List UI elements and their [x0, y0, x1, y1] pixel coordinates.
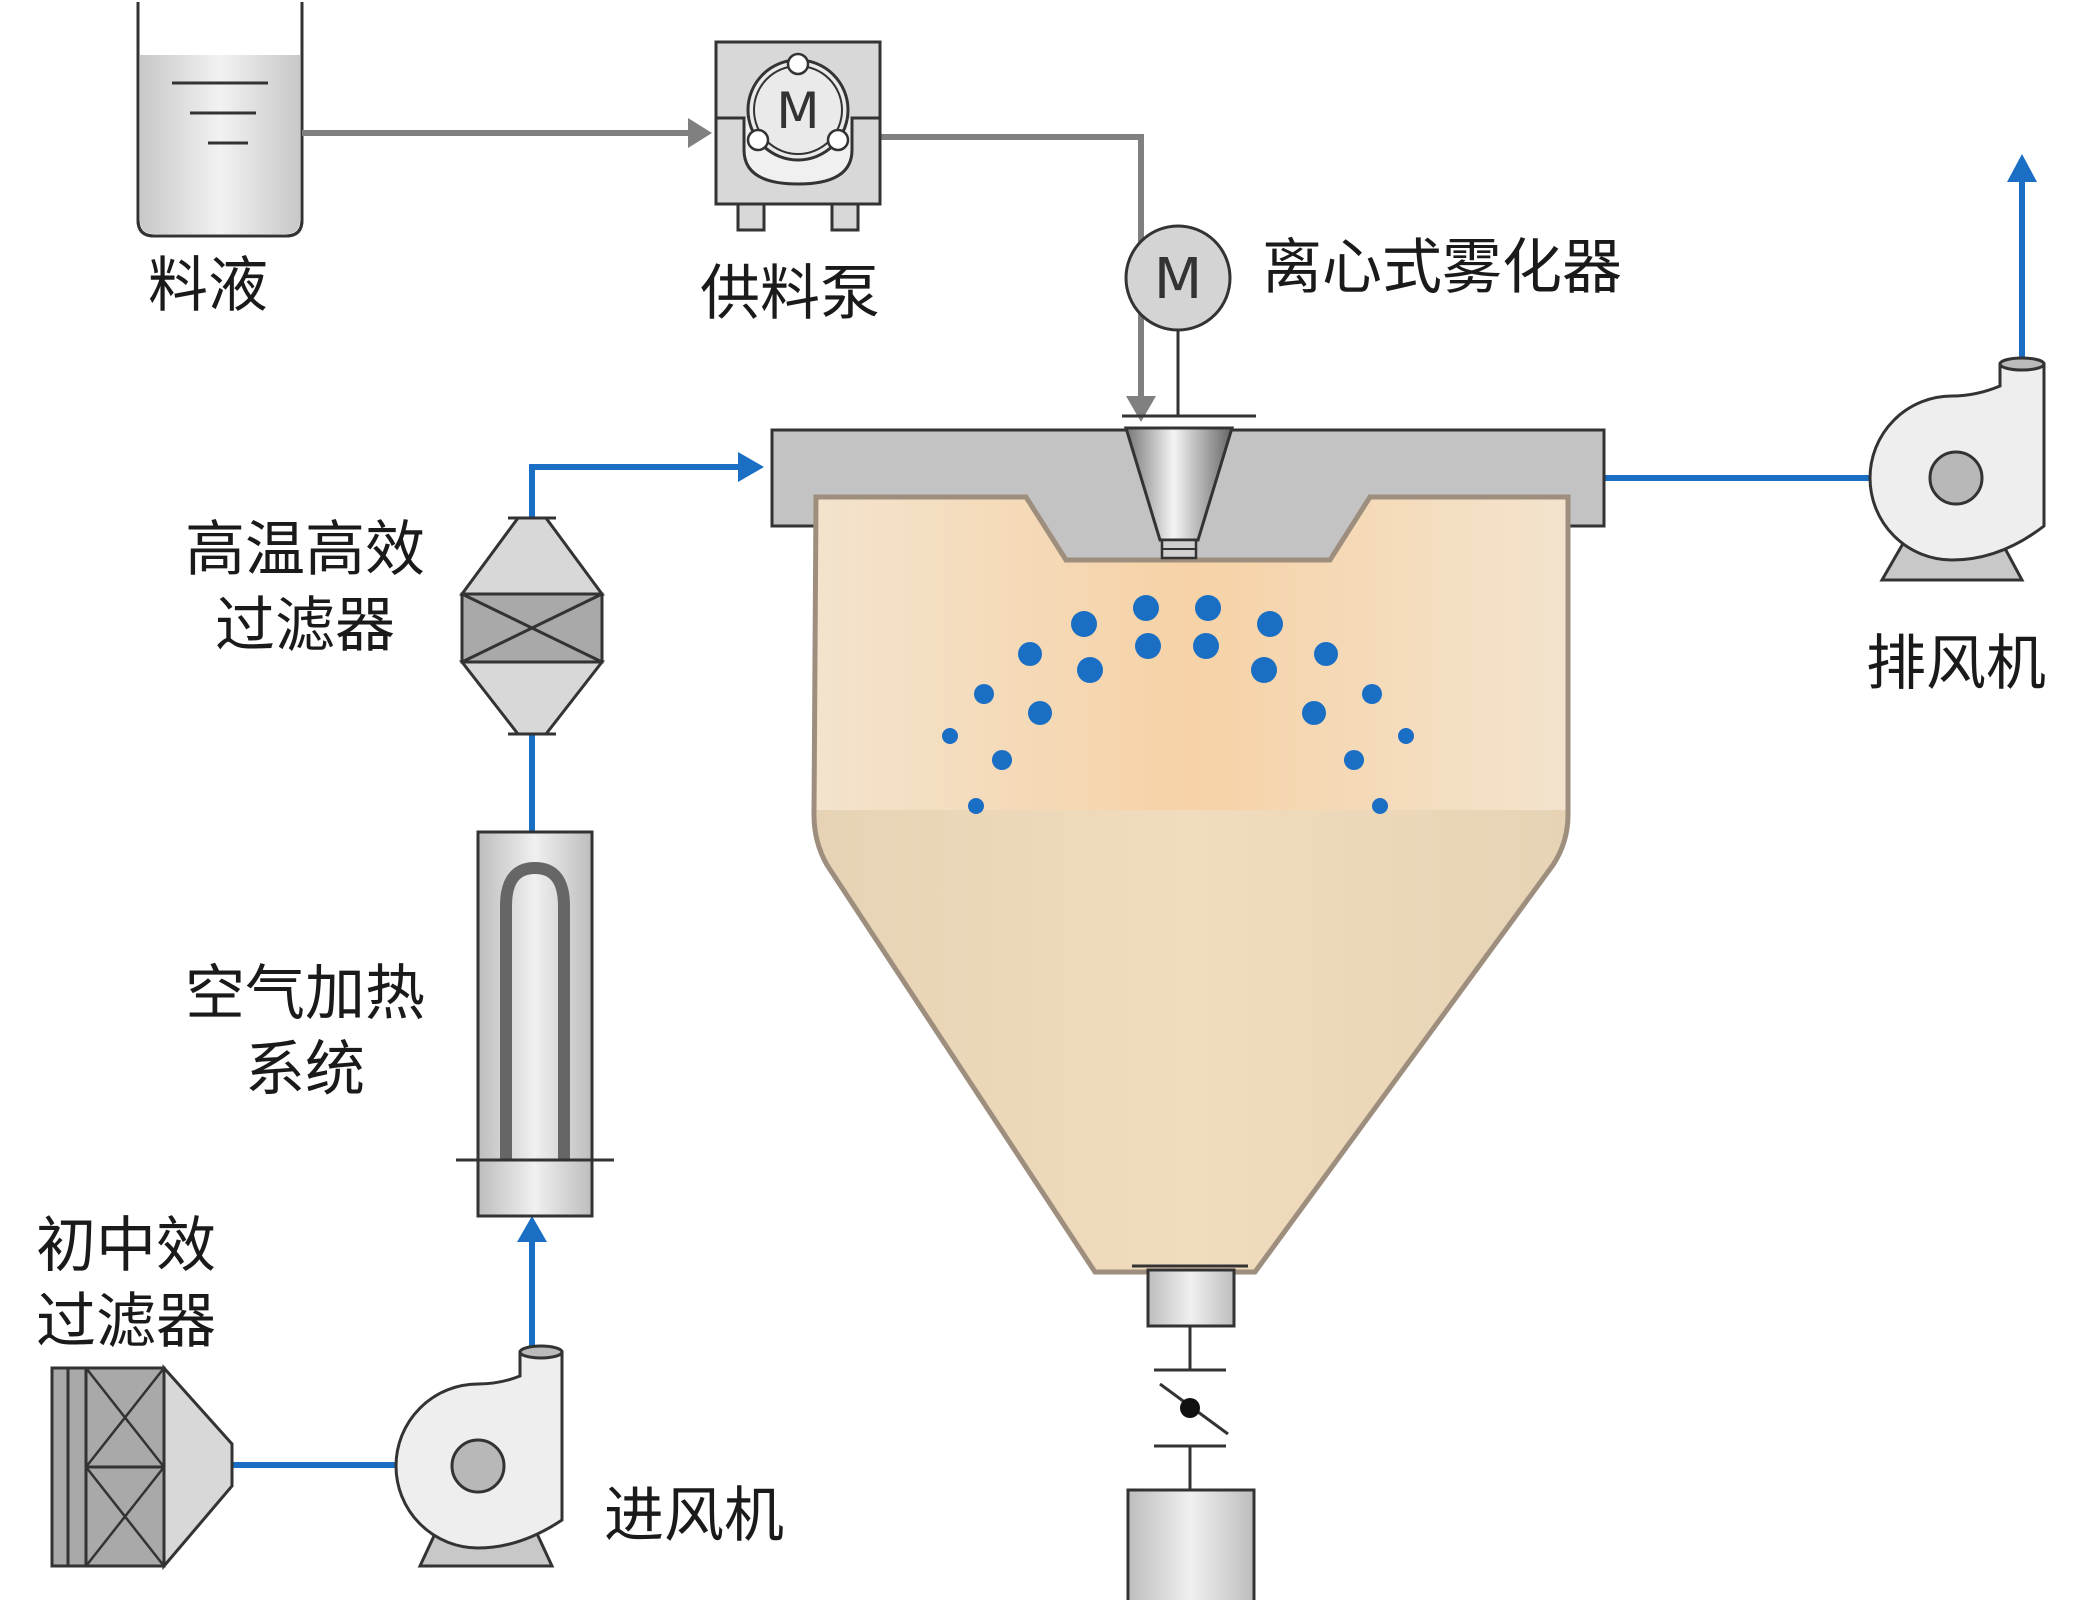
feed-pump: M	[714, 40, 882, 232]
label-hepa-filter-line1: 高温高效	[185, 515, 425, 585]
pump-motor-symbol: M	[776, 82, 819, 140]
hepa-filter	[458, 516, 606, 736]
label-feed-pump: 供料泵	[700, 259, 880, 329]
drying-chamber	[770, 414, 1606, 1275]
primary-filter	[50, 1364, 234, 1571]
label-air-heater: 空气加热 系统	[170, 956, 440, 1108]
spray-droplets	[942, 595, 1414, 814]
label-feed-liquid: 料液	[148, 251, 268, 321]
powder-collector	[1126, 1488, 1256, 1600]
atomizer-motor-symbol: M	[1154, 247, 1202, 312]
label-primary-filter-line2: 过滤器	[36, 1287, 216, 1357]
air-heater	[456, 830, 614, 1218]
inlet-fan	[394, 1344, 564, 1568]
exhaust-fan	[1868, 356, 2046, 582]
label-primary-filter-line1: 初中效	[36, 1211, 216, 1281]
label-hepa-filter-line2: 过滤器	[215, 591, 395, 661]
discharge-outlet	[1132, 1264, 1248, 1490]
label-inlet-fan: 进风机	[604, 1481, 784, 1551]
atomizer-motor: M	[1124, 224, 1232, 416]
label-centrifugal-atomizer: 离心式雾化器	[1262, 233, 1622, 303]
label-air-heater-line1: 空气加热	[185, 959, 425, 1029]
label-exhaust-fan: 排风机	[1866, 629, 2046, 699]
label-hepa-filter: 高温高效 过滤器	[170, 512, 440, 664]
label-air-heater-line2: 系统	[245, 1035, 365, 1105]
label-primary-filter: 初中效 过滤器	[36, 1208, 216, 1360]
feed-liquid-tank	[136, 2, 304, 238]
